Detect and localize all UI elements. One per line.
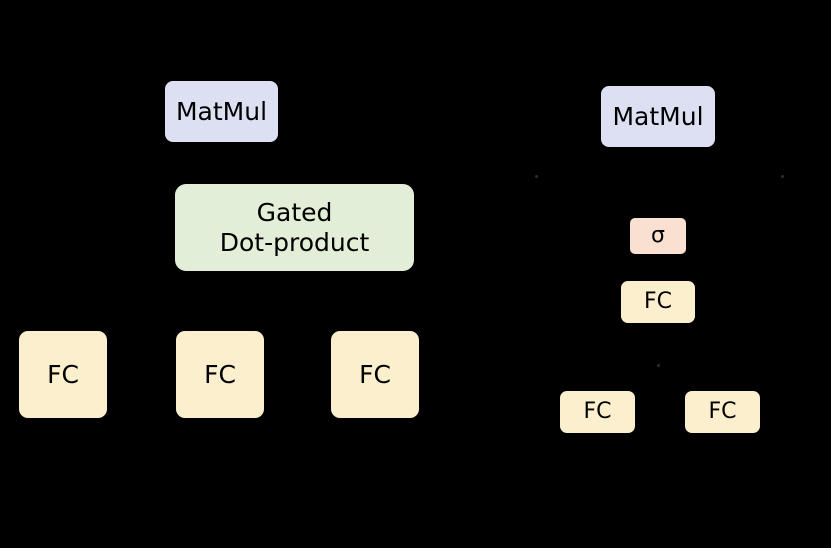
node-left-fc-3[interactable]: FC	[331, 331, 419, 418]
connector-marker-mid	[657, 364, 660, 367]
node-right-matmul[interactable]: MatMul	[601, 86, 715, 147]
node-left-matmul[interactable]: MatMul	[165, 81, 278, 142]
node-right-fc-right[interactable]: FC	[685, 391, 760, 433]
node-right-fc-top[interactable]: FC	[621, 281, 695, 323]
node-left-fc-2[interactable]: FC	[176, 331, 264, 418]
node-left-gated-dot-product[interactable]: Gated Dot-product	[175, 184, 414, 271]
node-left-fc-1[interactable]: FC	[19, 331, 107, 418]
node-right-sigma[interactable]: σ	[630, 218, 686, 254]
node-right-fc-left[interactable]: FC	[560, 391, 635, 433]
connector-marker-right	[781, 175, 784, 178]
connector-marker-left	[535, 175, 538, 178]
